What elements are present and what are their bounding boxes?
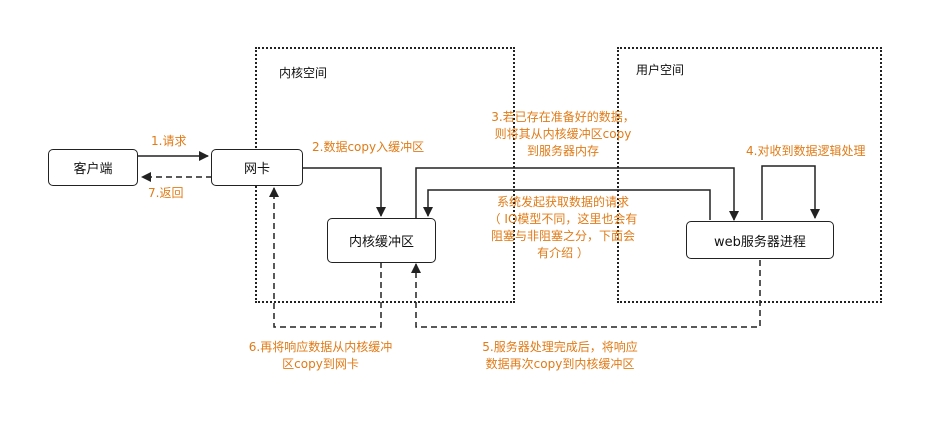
syscall-note-line-3: 阻塞与非阻塞之分，下面会 — [490, 229, 635, 243]
syscall-note-line-2: （ IO模型不同，这里也会有 — [488, 212, 638, 226]
step-1-label: 1.请求 — [151, 134, 187, 148]
step-3-label: 3.若已存在准备好的数据， 则将其从内核缓冲区copy 到服务器内存 — [478, 109, 648, 160]
nic-node: 网卡 — [211, 149, 303, 186]
kernel-buffer-node: 内核缓冲区 — [327, 218, 436, 263]
arrow-syscall — [423, 189, 711, 220]
web-server-node: web服务器进程 — [686, 221, 834, 259]
arrow-response-to-buffer — [411, 260, 761, 328]
step-7-label: 7.返回 — [148, 186, 184, 200]
client-node: 客户端 — [48, 149, 138, 186]
step-3-line-3: 到服务器内存 — [526, 144, 599, 158]
user-space-region — [617, 47, 882, 303]
step-5-line-2: 数据再次copy到内核缓冲区 — [485, 357, 635, 371]
arrow-response-to-nic — [269, 187, 382, 328]
syscall-note-line-1: 系统发起获取数据的请求 — [496, 195, 629, 209]
step-6-line-2: 区copy到网卡 — [282, 357, 359, 371]
step-2-label: 2.数据copy入缓冲区 — [312, 140, 425, 154]
step-5-label: 5.服务器处理完成后，将响应 数据再次copy到内核缓冲区 — [470, 339, 650, 373]
step-5-line-1: 5.服务器处理完成后，将响应 — [482, 340, 638, 354]
step-3-line-2: 则将其从内核缓冲区copy — [494, 127, 632, 141]
arrow-self-process — [761, 165, 820, 220]
arrow-copy-to-buffer — [302, 167, 386, 217]
syscall-note: 系统发起获取数据的请求 （ IO模型不同，这里也会有 阻塞与非阻塞之分，下面会 … — [478, 194, 648, 262]
syscall-note-line-4: 有介绍 ） — [537, 246, 589, 260]
step-6-label: 6.再将响应数据从内核缓冲 区copy到网卡 — [238, 339, 403, 373]
step-6-line-1: 6.再将响应数据从内核缓冲 — [248, 340, 393, 354]
step-4-label: 4.对收到数据逻辑处理 — [746, 144, 866, 158]
user-space-label: 用户空间 — [636, 63, 685, 77]
kernel-space-label: 内核空间 — [279, 66, 328, 80]
step-3-line-1: 3.若已存在准备好的数据， — [491, 110, 635, 124]
arrow-copy-to-server — [415, 167, 739, 221]
